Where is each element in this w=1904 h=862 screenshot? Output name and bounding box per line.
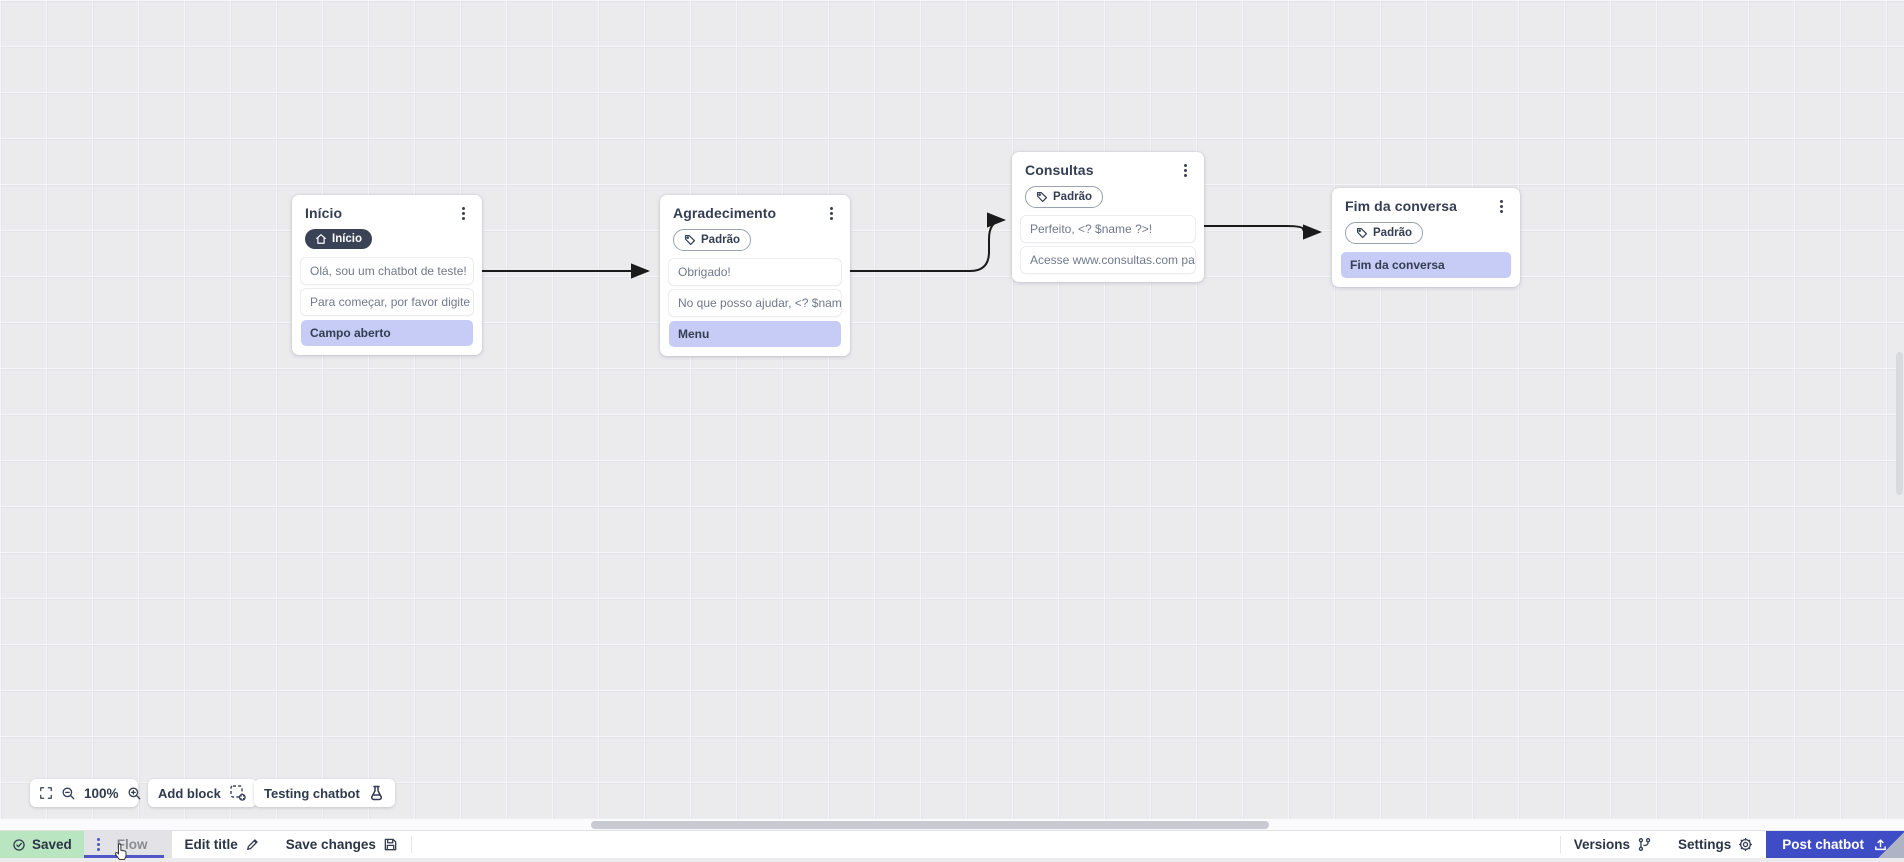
post-chatbot-label: Post chatbot xyxy=(1782,837,1864,852)
kebab-menu-icon[interactable] xyxy=(824,205,838,221)
flow-node-consultas[interactable]: Consultas Padrão Perfeito, <? $name ?>! … xyxy=(1012,152,1204,282)
badge-label: Padrão xyxy=(1053,191,1092,203)
flow-kebab-menu-icon[interactable] xyxy=(94,843,104,846)
kebab-menu-icon[interactable] xyxy=(456,205,470,221)
type-badge: Padrão xyxy=(1025,186,1103,208)
saved-label: Saved xyxy=(32,837,72,852)
settings-button[interactable]: Settings xyxy=(1665,831,1766,858)
flow-node-fim-da-conversa[interactable]: Fim da conversa Padrão Fim da conversa xyxy=(1332,188,1520,287)
flask-icon xyxy=(370,785,382,800)
zoom-in-icon xyxy=(128,787,140,799)
versions-button[interactable]: Versions xyxy=(1561,831,1665,858)
saved-status: Saved xyxy=(0,831,84,858)
divider xyxy=(1559,836,1561,853)
add-block-button[interactable]: Add block xyxy=(148,779,257,807)
action-row[interactable]: Menu xyxy=(669,321,841,347)
zoom-out-icon xyxy=(62,787,75,799)
divider xyxy=(410,836,412,853)
badge-label: Padrão xyxy=(701,234,740,246)
start-badge: Início xyxy=(305,229,373,249)
tab-flow[interactable]: Flow xyxy=(83,831,172,858)
bottom-bar: Saved Flow Edit title Save changes Versi… xyxy=(0,830,1904,858)
upload-icon xyxy=(1875,839,1886,851)
node-title: Fim da conversa xyxy=(1345,198,1457,214)
node-title: Consultas xyxy=(1025,162,1094,178)
message-row[interactable]: Olá, sou um chatbot de teste! xyxy=(301,258,473,284)
save-changes-button[interactable]: Save changes xyxy=(273,831,411,858)
badge-label: Início xyxy=(332,233,363,245)
check-circle-icon xyxy=(13,838,25,851)
message-row[interactable]: Obrigado! xyxy=(669,259,841,285)
settings-gear-icon xyxy=(1739,837,1753,852)
kebab-menu-icon[interactable] xyxy=(1178,162,1192,178)
settings-label: Settings xyxy=(1677,837,1732,852)
horizontal-scrollbar-track[interactable] xyxy=(0,818,1904,831)
type-badge: Padrão xyxy=(1345,222,1423,244)
zoom-out-button[interactable] xyxy=(61,786,76,801)
message-row[interactable]: Acesse www.consultas.com par... xyxy=(1021,247,1195,273)
flow-tab-label: Flow xyxy=(116,837,148,852)
save-icon xyxy=(384,838,397,851)
message-row[interactable]: Perfeito, <? $name ?>! xyxy=(1021,216,1195,242)
node-title: Início xyxy=(305,205,343,221)
action-row[interactable]: Campo aberto xyxy=(301,320,473,346)
message-row[interactable]: Para começar, por favor digite o ... xyxy=(301,289,473,315)
edit-title-button[interactable]: Edit title xyxy=(172,831,273,858)
vertical-scrollbar-thumb[interactable] xyxy=(1896,352,1903,495)
node-title: Agradecimento xyxy=(673,205,777,221)
fullscreen-icon xyxy=(40,787,52,799)
type-badge: Padrão xyxy=(673,229,751,251)
flow-node-inicio[interactable]: Início Início Olá, sou um chatbot de tes… xyxy=(292,195,482,355)
message-row[interactable]: No que posso ajudar, <? $name ... xyxy=(669,290,841,316)
add-block-label: Add block xyxy=(158,785,221,801)
post-chatbot-button[interactable]: Post chatbot xyxy=(1766,831,1904,858)
versions-branch-icon xyxy=(1638,838,1651,851)
edit-pencil-icon xyxy=(246,839,258,851)
tag-icon xyxy=(1036,191,1048,203)
add-block-icon xyxy=(230,785,246,801)
home-icon xyxy=(316,234,326,244)
edit-title-label: Edit title xyxy=(184,837,238,852)
zoom-toolbar: 100% xyxy=(30,779,140,807)
flow-node-agradecimento[interactable]: Agradecimento Padrão Obrigado! No que po… xyxy=(660,195,850,356)
testing-chatbot-label: Testing chatbot xyxy=(264,785,360,801)
tag-icon xyxy=(684,234,696,246)
action-row[interactable]: Fim da conversa xyxy=(1341,252,1511,278)
kebab-menu-icon[interactable] xyxy=(1494,198,1508,214)
fullscreen-button[interactable] xyxy=(39,786,53,800)
badge-label: Padrão xyxy=(1373,227,1412,239)
testing-chatbot-button[interactable]: Testing chatbot xyxy=(254,779,395,807)
save-changes-label: Save changes xyxy=(285,837,376,852)
horizontal-scrollbar-thumb[interactable] xyxy=(591,821,1269,829)
zoom-level: 100% xyxy=(84,785,119,801)
versions-label: Versions xyxy=(1573,837,1630,852)
zoom-in-button[interactable] xyxy=(127,786,142,801)
tag-icon xyxy=(1356,227,1368,239)
